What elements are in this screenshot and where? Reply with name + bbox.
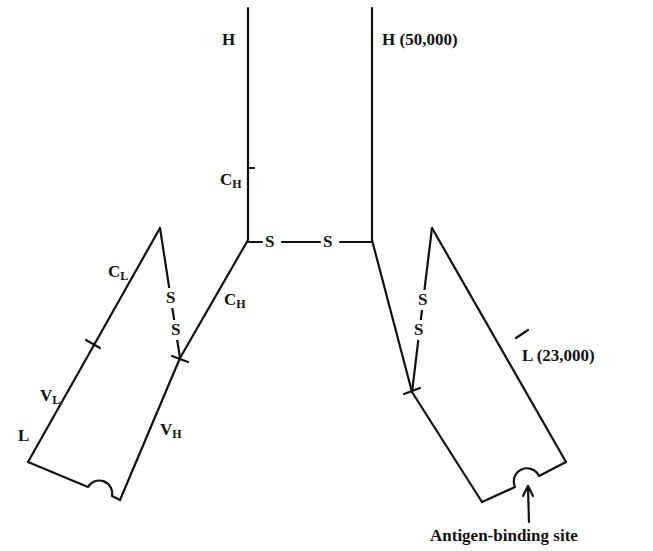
- disulfide-bond: [412, 228, 432, 392]
- disulfide-label: S: [264, 232, 275, 252]
- chain-label: L: [18, 426, 29, 446]
- domain-tick: [86, 340, 100, 348]
- light-chain: [432, 228, 566, 462]
- domain-label: CH: [220, 170, 242, 190]
- chain-label: L (23,000): [522, 346, 595, 366]
- binding-edge: [28, 462, 120, 500]
- domain-tick: [516, 330, 528, 338]
- chain-label: H (50,000): [382, 30, 458, 50]
- domain-label: CH: [224, 290, 246, 310]
- light-chain: [28, 228, 160, 462]
- arrowhead: [523, 486, 533, 496]
- disulfide-label: S: [165, 288, 176, 308]
- domain-tick: [172, 356, 188, 362]
- domain-label: VH: [160, 420, 182, 440]
- leader-line: [528, 488, 529, 522]
- heavy-chain: [372, 8, 482, 502]
- domain-label: VL: [40, 386, 60, 406]
- disulfide-label: S: [322, 232, 333, 252]
- domain-tick: [248, 167, 254, 169]
- binding-edge: [482, 462, 566, 502]
- domain-label: CL: [108, 262, 128, 282]
- site-label: Antigen-binding site: [430, 526, 578, 546]
- disulfide-label: S: [170, 320, 181, 340]
- heavy-chain: [120, 8, 248, 500]
- domain-tick: [404, 388, 420, 394]
- chain-label: H: [222, 30, 235, 50]
- disulfide-label: S: [417, 290, 428, 310]
- disulfide-label: S: [413, 320, 424, 340]
